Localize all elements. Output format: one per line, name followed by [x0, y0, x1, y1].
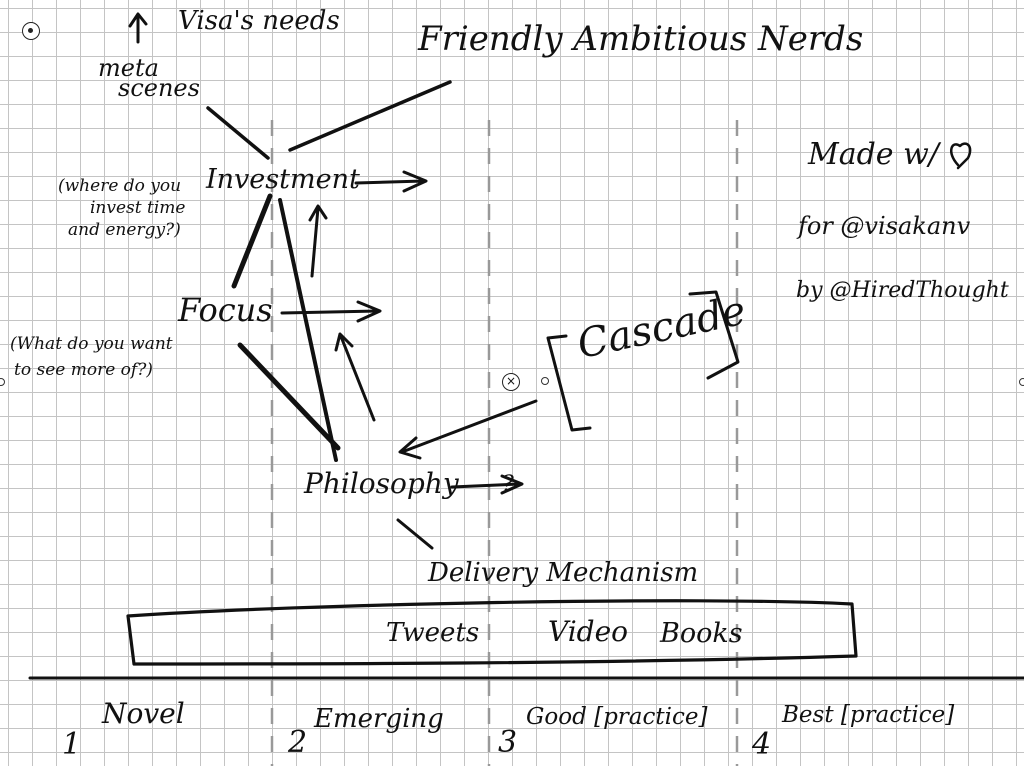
philosophy-question-mark: ? [502, 472, 514, 497]
stage-number-3: 3 [498, 725, 518, 760]
invest-question-line-3: and energy?) [68, 220, 181, 240]
visas-needs-label: Visa's needs [178, 6, 340, 36]
focus-question-line-1: (What do you want [10, 334, 173, 354]
right-edge-handle[interactable] [1019, 378, 1024, 386]
stage-number-2: 2 [288, 725, 308, 760]
stage-label-good-practice: Good [practice] [526, 704, 708, 730]
for-visakanv-label: for @visakanv [798, 212, 971, 240]
friendly-nerds-label: Friendly Ambitious Nerds [418, 19, 864, 59]
stage-label-best-practice: Best [practice] [782, 702, 955, 728]
meta-label: meta [98, 54, 159, 82]
books-label: Books [660, 618, 743, 649]
by-hiredthought-label: by @HiredThought [796, 278, 1009, 303]
left-edge-handle[interactable] [0, 378, 5, 386]
stage-number-1: 1 [62, 727, 82, 762]
investment-label: Investment [206, 164, 360, 195]
made-with-label: Made w/ [808, 137, 939, 172]
stage-label-novel: Novel [102, 697, 185, 730]
focus-question-line-2: to see more of?) [14, 360, 153, 380]
stage-label-emerging: Emerging [314, 704, 444, 734]
video-label: Video [548, 615, 629, 648]
center-dot-handle[interactable] [541, 377, 549, 385]
scenes-label: scenes [118, 74, 200, 102]
philosophy-label: Philosophy [304, 467, 459, 500]
invest-question-line-2: invest time [90, 198, 186, 218]
canvas-handle-top-left[interactable] [22, 22, 40, 40]
invest-question-line-1: (where do you [58, 176, 182, 196]
center-close-handle[interactable]: × [502, 373, 520, 391]
stage-number-4: 4 [752, 727, 772, 762]
focus-label: Focus [178, 291, 273, 329]
tweets-label: Tweets [386, 618, 480, 648]
delivery-mechanism-label: Delivery Mechanism [428, 558, 699, 588]
